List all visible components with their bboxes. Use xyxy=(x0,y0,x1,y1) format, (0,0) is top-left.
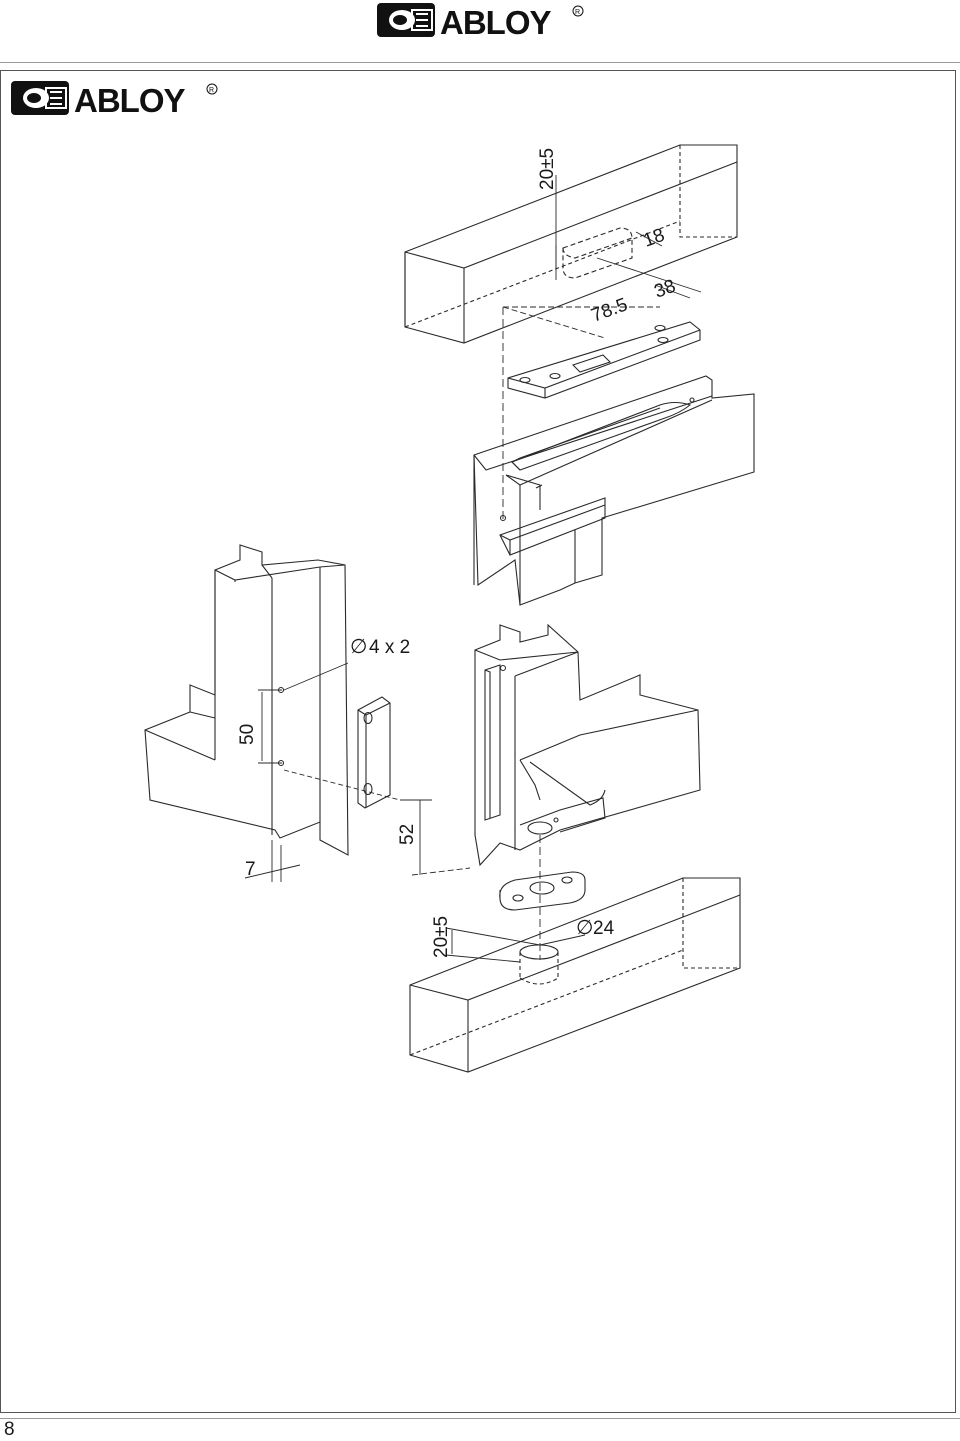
registered-mark: R xyxy=(575,9,580,16)
top-recess-pocket xyxy=(562,227,633,279)
top-strike-plate xyxy=(507,321,701,399)
dim-top-width: 18 xyxy=(641,225,668,252)
dim-bottom-diameter: 24 xyxy=(593,918,615,939)
dim-hole-spacing: 50 xyxy=(237,724,258,745)
page-number: 8 xyxy=(4,1419,15,1440)
footer-rule xyxy=(0,1418,960,1419)
logo-wordmark: ABLOY xyxy=(440,4,551,38)
abloy-logo-header: ABLOY R xyxy=(377,3,584,38)
dim-screw: 4 x 2 xyxy=(369,637,410,658)
abloy-logo-frame: ABLOY R xyxy=(11,81,218,116)
bottom-strike-plate xyxy=(499,871,586,911)
dim-top-offset: 78.5 xyxy=(589,294,631,326)
left-dimension-lines xyxy=(244,662,471,882)
header-rule xyxy=(0,62,960,63)
bottom-frame-beam xyxy=(409,877,741,1073)
bottom-dimension-lines xyxy=(445,927,586,963)
registered-mark: R xyxy=(209,87,214,94)
dim-bottom-diameter-symbol: ∅ xyxy=(576,917,593,939)
side-cover-plate xyxy=(357,696,391,809)
logo-wordmark: ABLOY xyxy=(74,82,185,116)
left-door-profile xyxy=(144,544,349,856)
drawing-frame xyxy=(0,70,956,1413)
upper-lock-housing xyxy=(473,375,755,606)
dim-screw-symbol: ∅ xyxy=(350,636,367,658)
top-dimension-lines xyxy=(502,175,702,339)
dim-bottom-depth: 20±5 xyxy=(431,916,452,958)
dim-plate-height: 52 xyxy=(397,824,418,845)
lower-lock-housing xyxy=(474,623,701,867)
dim-edge-offset: 7 xyxy=(245,859,256,880)
dim-top-length: 38 xyxy=(652,276,679,303)
dim-top-depth: 20±5 xyxy=(537,148,558,190)
top-frame-beam xyxy=(404,144,738,344)
